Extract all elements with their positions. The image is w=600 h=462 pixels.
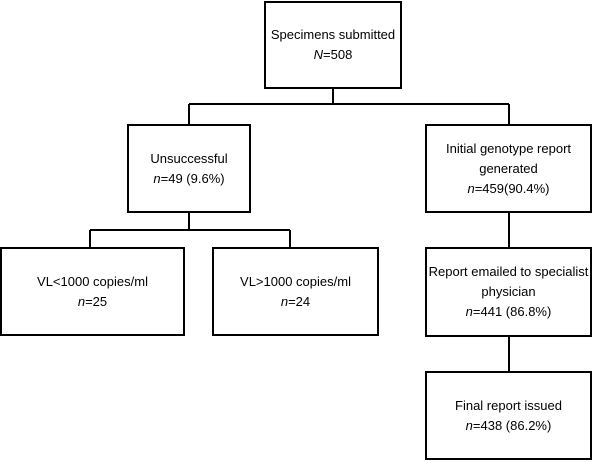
vl-below-1000-box: VL<1000 copies/ml n=25 (0, 247, 185, 336)
vl-high-title: VL>1000 copies/ml (240, 273, 351, 289)
vl-high-count: n=24 (280, 293, 311, 309)
initial-title-line1: Initial genotype report (445, 140, 572, 156)
emailed-title-line1: Report emailed to specialist (428, 264, 589, 279)
specimens-count: N=508 (313, 47, 353, 62)
specimens-submitted-box: Specimens submitted N=508 (264, 1, 402, 89)
unsuccessful-count: n=49 (9.6%) (153, 170, 225, 186)
final-report-box: Final report issued n=438 (86.2%) (425, 371, 592, 460)
unsuccessful-title: Unsuccessful (150, 150, 228, 166)
vl-low-title: VL<1000 copies/ml (37, 273, 148, 289)
emailed-count: n=441 (86.8%) (465, 304, 552, 319)
vl-low-count: n=25 (77, 293, 108, 309)
specimens-title: Specimens submitted (270, 27, 396, 42)
report-emailed-box: Report emailed to specialist physician n… (425, 247, 592, 337)
initial-genotype-report-box: Initial genotype report generated n=459(… (425, 124, 592, 213)
final-title: Final report issued (455, 397, 562, 413)
unsuccessful-box: Unsuccessful n=49 (9.6%) (127, 124, 251, 213)
vl-above-1000-box: VL>1000 copies/ml n=24 (212, 247, 379, 336)
initial-count: n=459(90.4%) (467, 180, 550, 196)
emailed-title-line2: physician (481, 284, 536, 299)
initial-title-line2: generated (479, 160, 538, 176)
final-count: n=438 (86.2%) (465, 417, 552, 433)
